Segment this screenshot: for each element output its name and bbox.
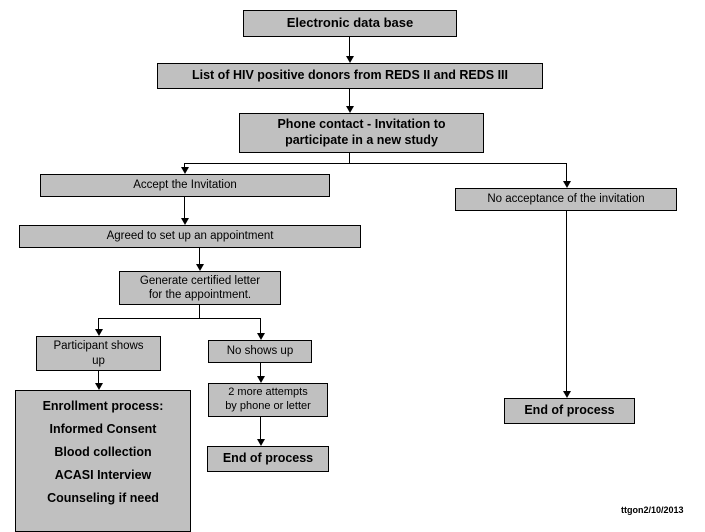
node-participant-shows-up: Participant shows up: [36, 336, 161, 371]
node-no-shows-up: No shows up: [208, 340, 312, 363]
connector-noaccept-to-end: [566, 211, 567, 391]
node-generate-letter: Generate certified letter for the appoin…: [119, 271, 281, 305]
node-end-of-process-right: End of process: [504, 398, 635, 424]
enrollment-item-informed-consent: Informed Consent: [49, 422, 157, 436]
enrollment-item-counseling: Counseling if need: [47, 491, 159, 505]
arrowhead-db-to-list: [346, 56, 354, 63]
arrowhead-to-accept: [181, 167, 189, 174]
connector-letter-stem: [199, 305, 200, 318]
node-electronic-data-base: Electronic data base: [243, 10, 457, 37]
enrollment-heading: Enrollment process:: [42, 399, 164, 413]
connector-noshows-to-attempts: [260, 363, 261, 376]
node-phone-contact: Phone contact - Invitation to participat…: [239, 113, 484, 153]
enrollment-item-acasi-interview: ACASI Interview: [54, 468, 152, 482]
connector-shows-to-enrollment: [98, 371, 99, 383]
node-end-of-process-left: End of process: [207, 446, 329, 472]
connector-letter-split-bar: [98, 318, 260, 319]
arrowhead-agreed-to-letter: [196, 264, 204, 271]
arrowhead-to-shows-up: [95, 329, 103, 336]
node-no-acceptance: No acceptance of the invitation: [455, 188, 677, 211]
node-list-of-donors: List of HIV positive donors from REDS II…: [157, 63, 543, 89]
enrollment-item-blood-collection: Blood collection: [54, 445, 152, 459]
arrowhead-to-no-acceptance: [563, 181, 571, 188]
arrowhead-list-to-phone: [346, 106, 354, 113]
connector-phone-stem: [349, 153, 350, 163]
connector-to-no-acceptance: [566, 163, 567, 181]
footer-note: ttgon2/10/2013: [621, 505, 684, 515]
node-two-more-attempts: 2 more attempts by phone or letter: [208, 383, 328, 417]
arrowhead-attempts-to-end: [257, 439, 265, 446]
connector-split-bar: [184, 163, 566, 164]
arrowhead-noshows-to-attempts: [257, 376, 265, 383]
node-agreed-appointment: Agreed to set up an appointment: [19, 225, 361, 248]
arrowhead-shows-to-enrollment: [95, 383, 103, 390]
arrowhead-to-no-shows: [257, 333, 265, 340]
connector-to-shows-up: [98, 318, 99, 329]
connector-to-accept: [184, 163, 185, 167]
connector-agreed-to-letter: [199, 248, 200, 264]
connector-list-to-phone: [349, 89, 350, 106]
connector-db-to-list: [349, 37, 350, 56]
arrowhead-accept-to-agreed: [181, 218, 189, 225]
connector-accept-to-agreed: [184, 197, 185, 218]
node-accept-invitation: Accept the Invitation: [40, 174, 330, 197]
node-enrollment-process: Enrollment process: Informed Consent Blo…: [15, 390, 191, 532]
connector-to-no-shows: [260, 318, 261, 333]
connector-attempts-to-end: [260, 417, 261, 439]
arrowhead-noaccept-to-end: [563, 391, 571, 398]
